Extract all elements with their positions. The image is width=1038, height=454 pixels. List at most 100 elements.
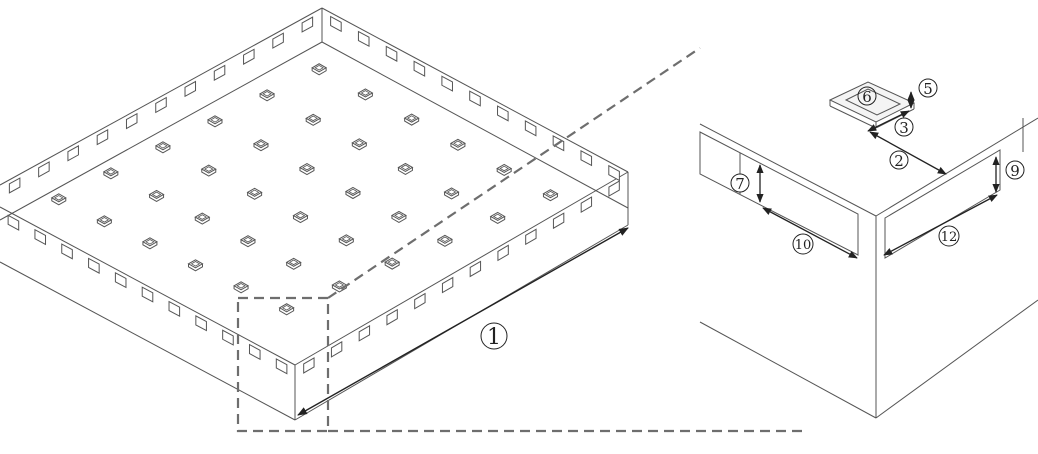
tank-rim-front-edge xyxy=(294,171,629,366)
left-wall-window xyxy=(195,315,207,332)
front-wall-window xyxy=(497,244,509,262)
back-wall-window xyxy=(301,16,314,33)
right-wall-window xyxy=(497,105,509,122)
detail-leader-top xyxy=(327,47,701,299)
floor-post xyxy=(259,89,276,102)
dimension-12-arrow xyxy=(883,194,998,256)
label-5-circle xyxy=(918,78,938,98)
tank-floor-posts xyxy=(50,63,559,316)
label-10-circle xyxy=(792,233,814,255)
floor-post xyxy=(443,187,460,200)
left-wall-window xyxy=(222,329,234,346)
label-2-circle xyxy=(889,150,909,170)
corner-detail xyxy=(699,81,1038,419)
label-9: 9 xyxy=(1010,162,1020,180)
floor-post xyxy=(311,63,328,76)
floor-post xyxy=(344,186,361,200)
floor-post xyxy=(278,303,295,316)
left-wall-window xyxy=(275,358,288,375)
right-wall-window xyxy=(469,90,481,107)
right-wall-window xyxy=(357,30,370,48)
floor-post xyxy=(338,234,355,247)
label-9-circle xyxy=(1005,160,1025,180)
label-6-circle xyxy=(857,86,877,106)
right-wall-window xyxy=(330,15,342,33)
back-wall-window xyxy=(125,112,138,130)
floor-post xyxy=(246,187,263,200)
left-wall-window xyxy=(248,343,261,361)
front-wall-window xyxy=(358,324,371,342)
right-wall-window xyxy=(385,45,398,62)
back-wall-window xyxy=(243,48,255,65)
tank-rim-left-edge xyxy=(0,206,296,366)
left-wall-window xyxy=(34,228,47,246)
floor-post xyxy=(50,193,67,206)
left-wall-window xyxy=(88,257,100,274)
floor-post xyxy=(187,259,204,272)
dimension-2-arrow xyxy=(869,131,947,175)
front-wall-window xyxy=(552,212,565,230)
detail-bottom-right-edge xyxy=(875,299,1038,419)
left-wall-window xyxy=(168,300,181,318)
floor-post xyxy=(542,189,559,202)
floor-post xyxy=(436,234,453,247)
dimension-10-arrow xyxy=(762,207,858,259)
floor-post xyxy=(154,141,171,154)
back-wall-window xyxy=(155,96,167,114)
floor-post xyxy=(194,212,211,225)
right-wall-window xyxy=(580,149,593,167)
floor-post xyxy=(102,167,119,180)
left-wall-window xyxy=(61,243,73,260)
label-3-circle xyxy=(894,117,914,137)
floor-post xyxy=(305,113,322,126)
label-7-circle xyxy=(730,173,750,193)
back-wall-window xyxy=(184,80,197,98)
front-wall-window xyxy=(469,260,482,278)
tank-bottom-left-edge xyxy=(0,261,296,421)
floor-post xyxy=(351,138,368,151)
detail-post-inner xyxy=(844,88,902,116)
floor-post xyxy=(357,88,374,101)
tank-rim-right-edge xyxy=(321,7,629,173)
floor-post xyxy=(298,163,315,176)
back-wall-window xyxy=(96,128,109,146)
label-10: 10 xyxy=(795,238,812,253)
label-12-circle xyxy=(938,225,960,247)
detail-dimensions xyxy=(756,91,1000,259)
label-2: 2 xyxy=(894,152,904,170)
label-7: 7 xyxy=(735,175,745,193)
tank-floor-right-edge xyxy=(321,41,629,209)
tank-floor-back-edge xyxy=(0,41,323,221)
floor-post xyxy=(141,237,158,250)
right-wall-window xyxy=(413,60,426,77)
right-wall-window xyxy=(524,120,537,137)
floor-post xyxy=(96,215,113,228)
back-wall-window xyxy=(8,177,21,194)
tank-wall-windows xyxy=(7,15,620,375)
detail-left-window xyxy=(699,131,859,256)
left-wall-window xyxy=(114,271,127,289)
left-wall-window xyxy=(141,286,154,303)
label-12: 12 xyxy=(941,230,958,245)
right-wall-window xyxy=(608,164,620,182)
front-wall-window xyxy=(525,228,537,246)
front-wall-window xyxy=(414,292,426,310)
back-wall-window xyxy=(38,161,50,178)
dimension-3-arrow xyxy=(867,110,910,132)
floor-post xyxy=(233,281,250,294)
floor-post xyxy=(384,257,401,270)
front-wall-window xyxy=(303,357,315,374)
detail-callout xyxy=(236,47,808,433)
front-wall-window xyxy=(330,340,343,358)
floor-post xyxy=(397,162,414,175)
label-6: 6 xyxy=(862,88,872,106)
front-wall-window xyxy=(580,196,593,214)
detail-labels: 6 5 3 2 7 9 10 12 xyxy=(730,78,1025,255)
tank-rim-back-edge xyxy=(0,7,323,186)
label-5: 5 xyxy=(923,80,933,98)
floor-post xyxy=(489,211,506,225)
right-wall-window xyxy=(441,75,453,92)
left-wall-window xyxy=(7,214,20,231)
